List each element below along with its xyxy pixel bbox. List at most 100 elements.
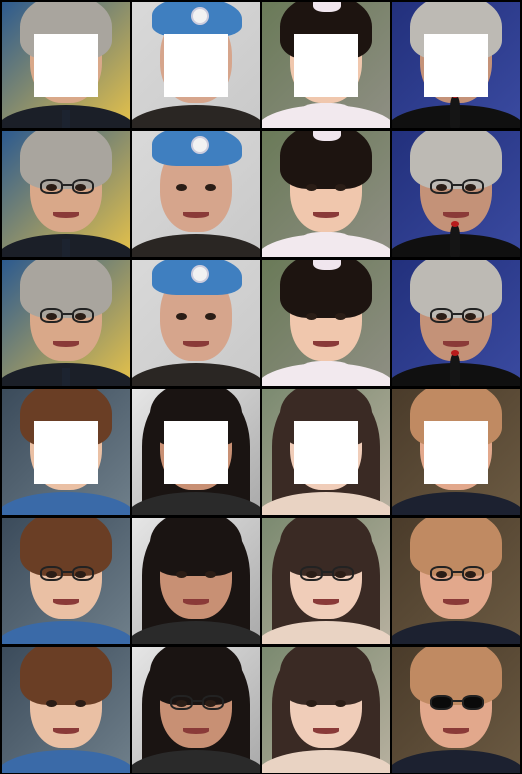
right-eye: [335, 699, 347, 708]
face-photo: [2, 389, 130, 515]
shoulders: [392, 750, 520, 773]
lens-right: [331, 565, 355, 581]
microphone-icon: [449, 349, 460, 386]
face-photo: [262, 131, 390, 257]
hair: [279, 518, 373, 576]
mouth: [313, 211, 339, 218]
left-eye: [305, 183, 317, 192]
hair: [19, 260, 113, 318]
image-cell: [262, 518, 390, 644]
face-photo: [2, 260, 130, 386]
left-eye: [435, 183, 447, 192]
lens-right: [461, 565, 485, 581]
image-cell: [132, 389, 260, 515]
occlusion-mask: [294, 420, 358, 484]
shoulders: [262, 750, 390, 773]
image-cell: [132, 260, 260, 386]
left-eye: [45, 699, 57, 708]
occlusion-mask: [34, 420, 98, 484]
eyes: [175, 699, 217, 708]
lens-left: [430, 565, 453, 581]
hair: [409, 260, 503, 318]
left-eye: [45, 183, 57, 192]
lens-right: [461, 694, 485, 710]
lens-right: [71, 307, 95, 323]
face-photo: [392, 389, 520, 515]
face-photo: [262, 260, 390, 386]
shoulders: [132, 363, 260, 386]
eyes: [175, 183, 217, 192]
right-eye: [205, 699, 217, 708]
eyeglasses: [170, 694, 225, 710]
image-cell: [2, 131, 130, 257]
occlusion-mask: [164, 33, 228, 97]
lens-left: [300, 565, 323, 581]
eyes: [435, 570, 477, 579]
eyes: [305, 183, 347, 192]
occlusion-mask: [294, 33, 358, 97]
mouth: [53, 340, 79, 347]
left-eye: [175, 312, 187, 321]
mouth: [53, 727, 79, 734]
mouth: [443, 598, 469, 605]
eyes: [305, 570, 347, 579]
left-eye: [175, 570, 187, 579]
face-photo: [132, 389, 260, 515]
hair: [409, 131, 503, 189]
occlusion-mask: [424, 33, 488, 97]
right-eye: [75, 183, 87, 192]
lens-left: [430, 178, 453, 194]
collar: [297, 360, 355, 386]
right-eye: [335, 312, 347, 321]
left-eye: [305, 312, 317, 321]
image-cell: [2, 260, 130, 386]
hair: [19, 647, 113, 705]
mouth: [313, 727, 339, 734]
lens-left: [40, 307, 63, 323]
image-cell: [392, 647, 520, 773]
lens-right: [461, 178, 485, 194]
left-eye: [45, 570, 57, 579]
lens-left: [430, 694, 453, 710]
glasses-bridge: [62, 313, 72, 316]
image-cell: [132, 131, 260, 257]
shoulders: [132, 234, 260, 257]
lens-right: [71, 178, 95, 194]
face-photo: [392, 518, 520, 644]
left-eye: [175, 699, 187, 708]
mouth: [53, 598, 79, 605]
image-cell: [262, 131, 390, 257]
shoulders: [262, 621, 390, 644]
hair: [19, 131, 113, 189]
right-eye: [465, 312, 477, 321]
face-photo: [262, 389, 390, 515]
shoulders: [2, 750, 130, 773]
lens-right: [71, 565, 95, 581]
right-eye: [335, 570, 347, 579]
eyeglasses: [430, 694, 485, 710]
eyeglasses: [430, 565, 485, 581]
image-cell: [2, 389, 130, 515]
shoulders: [132, 492, 260, 515]
lens-right: [461, 307, 485, 323]
mouth: [443, 727, 469, 734]
image-cell: [392, 2, 520, 128]
image-cell: [132, 518, 260, 644]
image-cell: [262, 647, 390, 773]
shoulders: [392, 621, 520, 644]
image-cell: [262, 389, 390, 515]
face-photo: [262, 518, 390, 644]
right-eye: [465, 183, 477, 192]
left-eye: [305, 570, 317, 579]
un-badge-icon: [190, 136, 209, 154]
hair: [149, 647, 243, 705]
hair: [409, 647, 503, 705]
glasses-bridge: [452, 571, 462, 574]
left-eye: [305, 699, 317, 708]
lens-left: [170, 694, 193, 710]
eyes: [175, 312, 217, 321]
face-photo: [132, 518, 260, 644]
shoulders: [132, 621, 260, 644]
face-photo: [2, 518, 130, 644]
collar: [297, 102, 355, 128]
